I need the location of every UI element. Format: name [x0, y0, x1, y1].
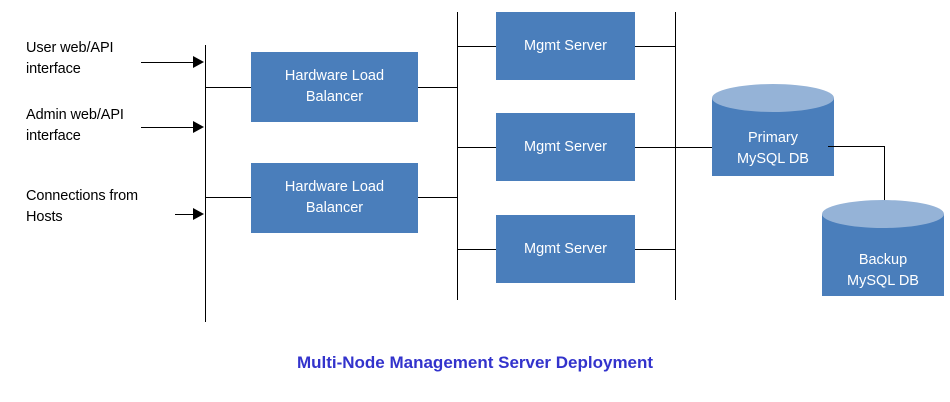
node-hardware-load-balancer-1[interactable]: Hardware Load Balancer: [251, 52, 418, 122]
connector-mgmt-bus-to-server-3: [457, 249, 497, 250]
connector-mgmt-bus-to-server-2: [457, 147, 497, 148]
node-hardware-load-balancer-2[interactable]: Hardware Load Balancer: [251, 163, 418, 233]
input-arrow-line-hosts: [175, 214, 196, 215]
connector-mgmt-bus-to-server-1: [457, 46, 497, 47]
node-label: Mgmt Server: [524, 138, 607, 155]
cylinder-bottom: [822, 268, 944, 296]
node-label-line2: Balancer: [305, 89, 364, 105]
cylinder-bottom: [712, 148, 834, 176]
connector-bus-to-lb-1: [205, 87, 252, 88]
connector-lb-2-to-mgmt-bus: [418, 197, 458, 198]
node-label-line1: Backup: [858, 252, 908, 268]
input-arrow-line-user: [141, 62, 196, 63]
db-bus-line: [675, 12, 676, 300]
input-label-admin-web-api: Admin web/API interface: [26, 107, 124, 144]
node-label-line1: Hardware Load: [284, 179, 385, 195]
connector-primary-to-backup-vertical: [884, 146, 885, 215]
connector-server-3-to-db-bus: [635, 249, 676, 250]
diagram-title: Multi-Node Management Server Deployment: [296, 353, 654, 372]
connector-primary-to-backup-horizontal: [828, 146, 885, 147]
node-label-line1: Primary: [748, 130, 798, 146]
node-label-line1: Hardware Load: [284, 68, 385, 84]
mgmt-ingress-bus-line: [457, 12, 458, 300]
connector-server-2-to-db-bus: [635, 147, 676, 148]
input-label-user-web-api: User web/API interface: [26, 40, 114, 77]
input-arrow-head-hosts: [193, 208, 204, 220]
node-mgmt-server-2[interactable]: Mgmt Server: [496, 113, 635, 181]
connector-lb-1-to-mgmt-bus: [418, 87, 458, 88]
node-mgmt-server-3[interactable]: Mgmt Server: [496, 215, 635, 283]
node-label-line2: MySQL DB: [737, 151, 809, 167]
input-label-connections-from-hosts: Connections from Hosts: [26, 188, 139, 225]
connector-server-1-to-db-bus: [635, 46, 676, 47]
node-mgmt-server-1[interactable]: Mgmt Server: [496, 12, 635, 80]
node-label-line2: MySQL DB: [847, 273, 919, 289]
input-arrow-head-admin: [193, 121, 204, 133]
node-label: Mgmt Server: [524, 37, 607, 54]
input-arrow-line-admin: [141, 127, 196, 128]
node-primary-mysql-db[interactable]: Primary MySQL DB: [712, 84, 834, 190]
node-label-line2: Balancer: [305, 200, 364, 216]
ingress-bus-line: [205, 45, 206, 322]
connector-db-bus-to-primary-db: [675, 147, 725, 148]
node-label: Mgmt Server: [524, 240, 607, 257]
cylinder-top: [712, 84, 834, 112]
cylinder-top: [822, 200, 944, 228]
node-backup-mysql-db[interactable]: Backup MySQL DB: [822, 200, 944, 310]
input-arrow-head-user: [193, 56, 204, 68]
connector-bus-to-lb-2: [205, 197, 252, 198]
